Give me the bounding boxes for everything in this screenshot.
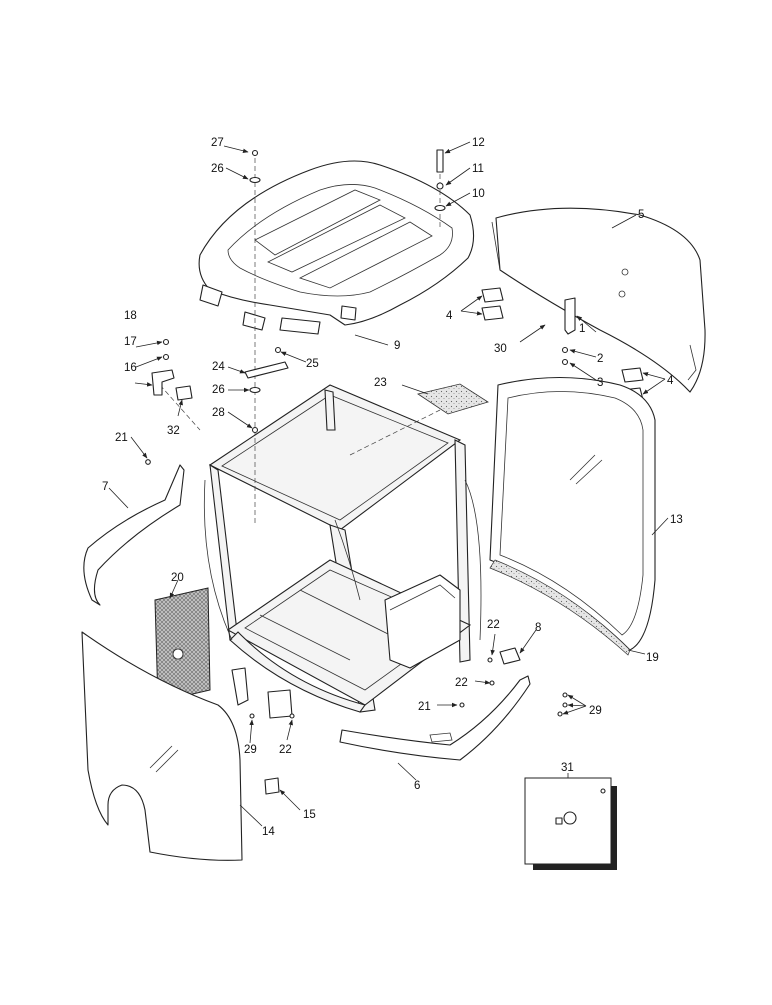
screw-22-left	[289, 713, 295, 719]
callout-2: 2	[597, 353, 603, 365]
callout-27: 27	[211, 137, 224, 149]
washer	[561, 346, 569, 354]
callout-5: 5	[638, 209, 644, 221]
callout-13: 13	[670, 514, 683, 526]
front-lower-trim	[339, 675, 531, 761]
callout-11: 11	[472, 163, 484, 175]
callout-21-right: 21	[418, 701, 431, 713]
screw-21	[459, 702, 465, 708]
bracket-8	[499, 647, 521, 665]
bolt-25	[274, 346, 282, 354]
callout-22-upper: 22	[487, 619, 500, 631]
block-pair-upper	[481, 287, 504, 321]
callout-19: 19	[646, 652, 659, 664]
screw-22-a	[487, 657, 493, 663]
callout-31: 31	[561, 762, 574, 774]
callout-29-left: 29	[244, 744, 257, 756]
pad-23	[417, 383, 489, 415]
detail-inset-box	[524, 777, 617, 870]
callout-1: 1	[579, 323, 585, 335]
screws-29-right	[557, 692, 568, 717]
callout-22-middle: 22	[455, 677, 468, 689]
nut	[561, 358, 569, 366]
roof-panel	[198, 160, 475, 335]
callout-26-lower: 26	[212, 384, 225, 396]
mesh-screen	[154, 587, 211, 703]
callout-22-lower: 22	[279, 744, 292, 756]
leader-lines	[108, 141, 669, 827]
washer-17	[162, 353, 170, 361]
callout-28: 28	[212, 407, 225, 419]
screw-22-b	[489, 680, 495, 686]
callout-12: 12	[472, 137, 485, 149]
hardware-right	[434, 149, 446, 212]
windshield	[489, 376, 656, 656]
callout-20: 20	[171, 572, 184, 584]
callout-21-left: 21	[115, 432, 128, 444]
screw-29-left	[249, 713, 255, 719]
callout-29-right: 29	[589, 705, 602, 717]
small-bracket-16	[151, 369, 175, 396]
callout-23: 23	[374, 377, 387, 389]
callout-4-lower: 4	[667, 375, 674, 387]
decal-15	[264, 777, 280, 795]
callout-6: 6	[414, 780, 420, 792]
callout-25: 25	[306, 358, 319, 370]
strap-24	[244, 361, 289, 379]
callout-30: 30	[494, 343, 507, 355]
washer-26	[249, 386, 261, 394]
callout-3: 3	[597, 377, 603, 389]
callout-7: 7	[102, 481, 108, 493]
callout-8: 8	[535, 622, 541, 634]
callout-4-upper: 4	[446, 310, 453, 322]
door-glass	[81, 631, 243, 861]
nut-28	[251, 426, 259, 434]
callout-16: 16	[124, 362, 137, 374]
callout-15: 15	[303, 809, 316, 821]
bolt-18	[162, 338, 170, 346]
callout-14: 14	[262, 826, 275, 838]
hardware-left	[249, 149, 261, 184]
callout-labels: 1 2 3 4 4 5 6 7 8 9 10 11 12 13 14 15 16…	[102, 137, 683, 838]
callout-24: 24	[212, 361, 225, 373]
callout-18: 18	[124, 310, 137, 322]
callout-10: 10	[472, 188, 485, 200]
callout-26-upper: 26	[211, 163, 224, 175]
left-upper-trim	[83, 459, 185, 606]
callout-17: 17	[124, 336, 137, 348]
callout-32: 32	[167, 425, 180, 437]
cab-frame	[203, 384, 482, 719]
bracket	[564, 297, 576, 335]
block-32	[175, 385, 193, 401]
callout-9: 9	[394, 340, 400, 352]
